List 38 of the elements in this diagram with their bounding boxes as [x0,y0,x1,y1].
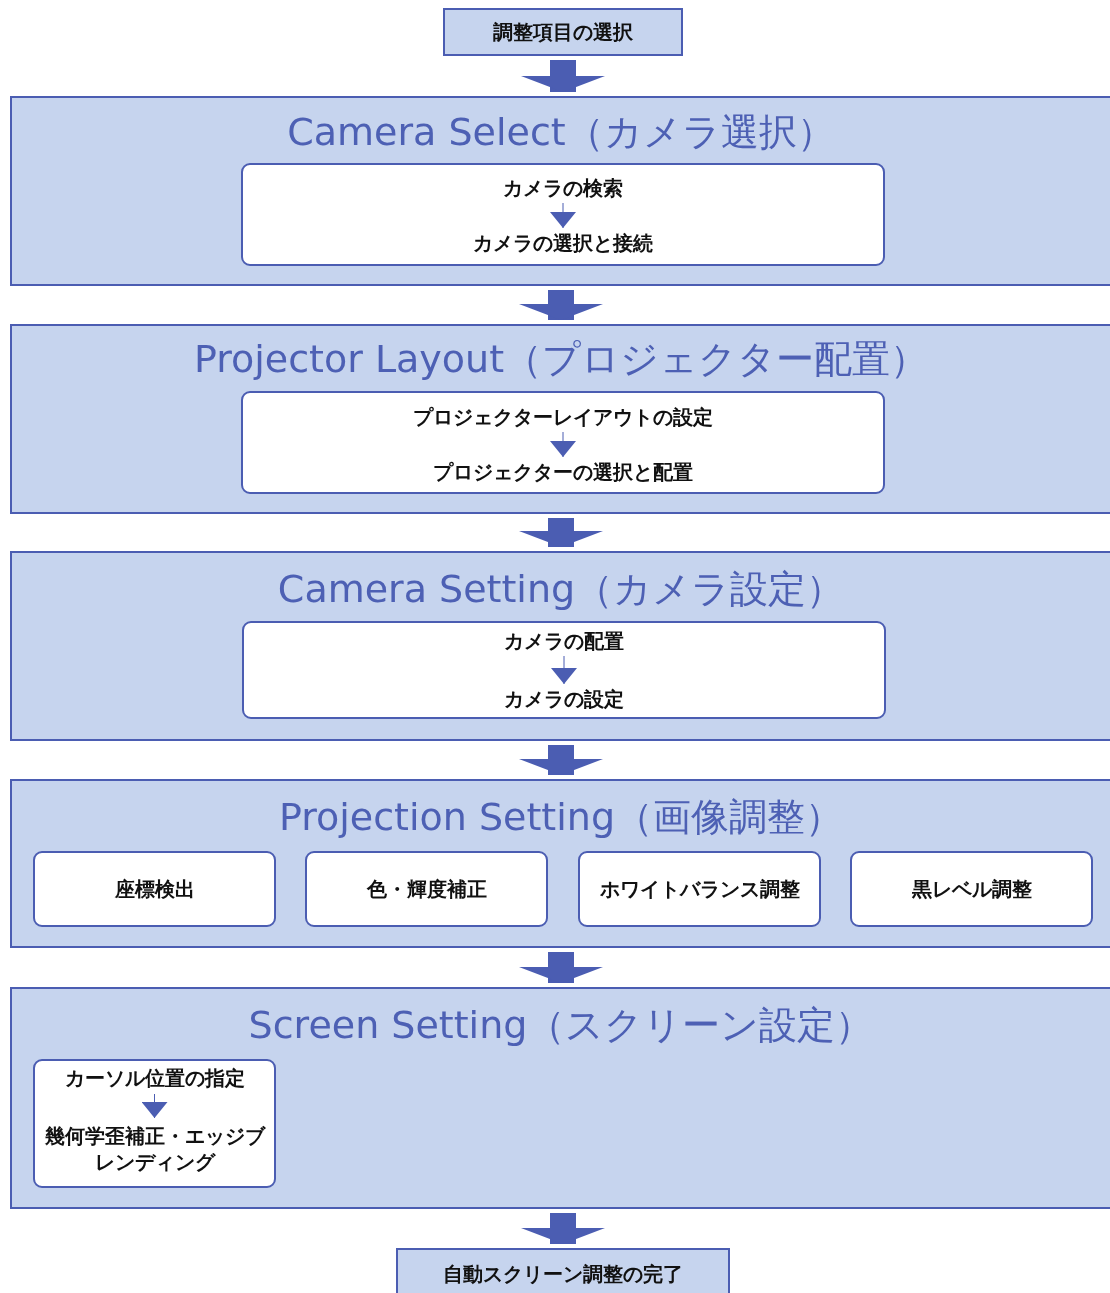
stage-title: Camera Setting（カメラ設定） [276,567,846,611]
step-text: カメラの検索 [243,176,883,200]
arrow [551,655,577,685]
step-box: 黒レベル調整 [850,851,1093,927]
arrow [550,202,576,229]
stage-panel [10,779,1110,948]
terminal-box: 調整項目の選択 [443,8,683,56]
terminal-box: 自動スクリーン調整の完了 [396,1248,730,1293]
step-box [242,621,886,719]
arrow [521,1213,605,1244]
step-box: 座標検出 [33,851,276,927]
step-text: プロジェクターレイアウトの設定 [243,405,883,429]
arrow [521,60,605,92]
stage-title: Camera Select（カメラ選択） [286,110,836,154]
arrow [519,952,603,983]
step-box: ホワイトバランス調整 [578,851,821,927]
step-text: カメラの選択と接続 [243,231,883,255]
step-box: 色・輝度補正 [305,851,548,927]
step-text: プロジェクターの選択と配置 [243,460,883,484]
step-text: カメラの設定 [244,687,884,711]
stage-panel [10,551,1110,741]
step-text: カーソル位置の指定 [35,1065,274,1091]
stage-panel [10,324,1110,514]
stage-title: Screen Setting（スクリーン設定） [247,1003,875,1047]
stage-title: Projector Layout（プロジェクター配置） [192,337,930,381]
step-box [241,391,885,494]
step-text: カメラの配置 [244,629,884,653]
arrow [141,1093,168,1119]
arrow [519,518,603,547]
arrow [550,431,576,458]
step-box [241,163,885,266]
stage-panel [10,96,1110,286]
arrow [519,745,603,775]
stage-title: Projection Setting（画像調整） [277,795,844,839]
stage-panel [10,987,1110,1209]
step-text: 幾何学歪補正・エッジブレンディング [35,1121,274,1177]
arrow [519,290,603,320]
step-box [33,1059,276,1188]
